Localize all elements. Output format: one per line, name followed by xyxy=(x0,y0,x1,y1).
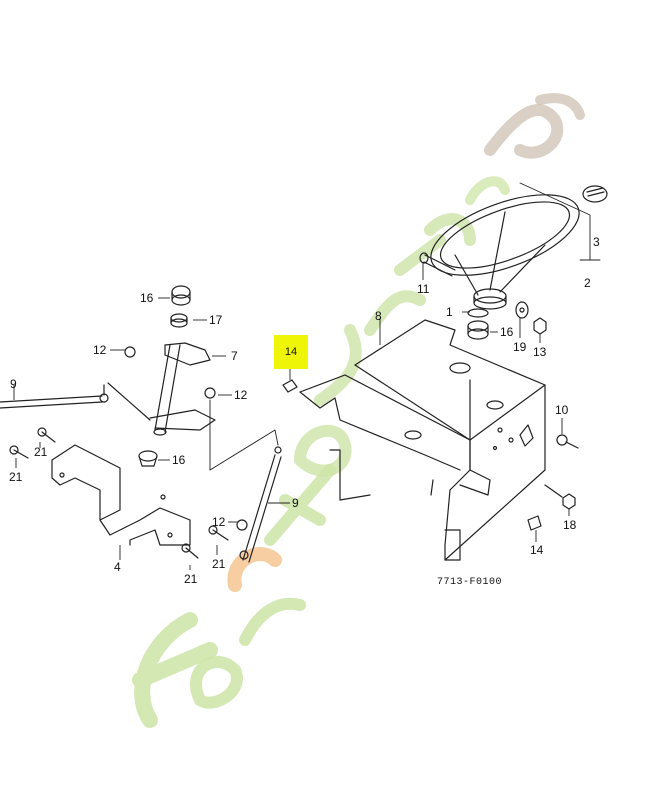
callout-4: 4 xyxy=(114,560,121,574)
callout-21-b: 21 xyxy=(9,470,23,484)
callout-10: 10 xyxy=(555,403,569,417)
pedal-bracket xyxy=(51,444,191,546)
callout-12-a: 12 xyxy=(93,343,107,357)
callout-16-b: 16 xyxy=(172,453,186,467)
callout-12-c: 12 xyxy=(212,515,226,529)
callout-13: 13 xyxy=(533,345,547,359)
callout-9-right: 9 xyxy=(292,496,299,510)
callout-21-a: 21 xyxy=(34,445,48,459)
callout-2: 2 xyxy=(584,276,591,290)
diagram-reference-code: 7713-F0100 xyxy=(437,577,503,588)
sector-shaft xyxy=(107,342,216,436)
callout-14-b: 14 xyxy=(530,543,544,557)
callout-21-d: 21 xyxy=(184,572,198,586)
callout-21-c: 21 xyxy=(212,557,226,571)
callout-11: 11 xyxy=(417,282,430,296)
callout-9-left: 9 xyxy=(10,377,17,391)
callout-8: 8 xyxy=(375,309,382,323)
callout-17: 17 xyxy=(209,313,223,327)
callout-3: 3 xyxy=(593,235,600,249)
callout-16-a: 16 xyxy=(140,291,154,305)
steering-wheel xyxy=(430,194,580,310)
steering-column-frame xyxy=(299,319,546,561)
callout-12-b: 12 xyxy=(234,388,248,402)
shaft-bolt xyxy=(419,252,456,277)
wheel-cap xyxy=(582,185,608,203)
callout-14-highlighted: 14 xyxy=(274,335,308,369)
watermark xyxy=(132,93,585,728)
callout-1: 1 xyxy=(446,305,453,319)
callout-18: 18 xyxy=(563,518,577,532)
callout-16-c: 16 xyxy=(500,325,514,339)
callout-7: 7 xyxy=(231,349,238,363)
callout-19: 19 xyxy=(513,340,527,354)
clip-nut xyxy=(282,379,298,393)
